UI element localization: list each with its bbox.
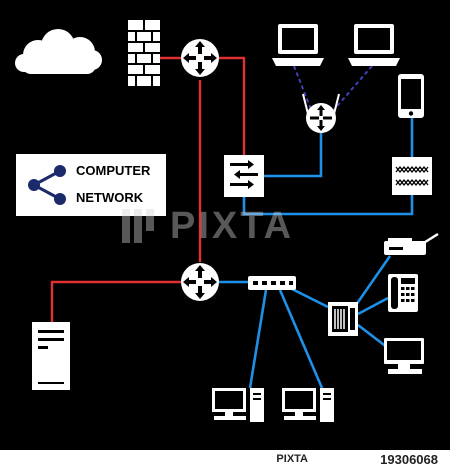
hub-icon	[248, 276, 296, 290]
wireless-laptop2-ap	[331, 65, 373, 113]
telephone-icon	[388, 274, 418, 312]
link-fax-printer	[354, 255, 392, 306]
patch-panel-icon	[392, 157, 432, 195]
link-switch-patch	[242, 195, 414, 216]
router-icon	[181, 263, 219, 301]
title-line-2: NETWORK	[76, 190, 144, 205]
laptop-icon	[272, 24, 324, 66]
image-id: 19306068	[380, 452, 438, 467]
footer-logo: PIXTA	[276, 453, 308, 465]
fax-icon	[328, 302, 358, 336]
link-hub-fax	[289, 286, 329, 309]
printer-icon	[384, 232, 439, 255]
desktop-pc-icon	[282, 388, 334, 422]
wireless-access-point-icon	[302, 93, 340, 133]
connections	[50, 56, 414, 389]
title-card: COMPUTER NETWORK	[16, 154, 166, 216]
cloud-icon	[15, 29, 102, 74]
desktop-pc-icon	[212, 388, 264, 422]
watermark-text: PIXTA	[170, 204, 295, 247]
title-line-1: COMPUTER	[76, 163, 151, 178]
link-hub-pc1	[248, 289, 268, 389]
link-router-switch	[218, 56, 246, 155]
link-core-server	[50, 280, 181, 323]
laptop-icon	[348, 24, 400, 66]
link-switch-ap	[264, 132, 323, 178]
link-fax-monitor	[357, 323, 389, 350]
server-tower-icon	[32, 322, 70, 390]
share-icon	[28, 165, 66, 205]
smartphone-icon	[398, 74, 424, 118]
link-hub-pc2	[278, 289, 324, 389]
wireless-laptop1-ap	[293, 65, 313, 113]
watermark: PIXTA	[122, 204, 295, 247]
watermark-logo	[122, 209, 162, 243]
switch-icon	[224, 155, 264, 197]
monitor-icon	[384, 338, 424, 374]
footer-bar: PIXTA 19306068	[0, 450, 450, 469]
router-icon	[181, 39, 219, 77]
link-fax-telephone	[357, 296, 389, 316]
firewall-icon	[128, 20, 160, 86]
